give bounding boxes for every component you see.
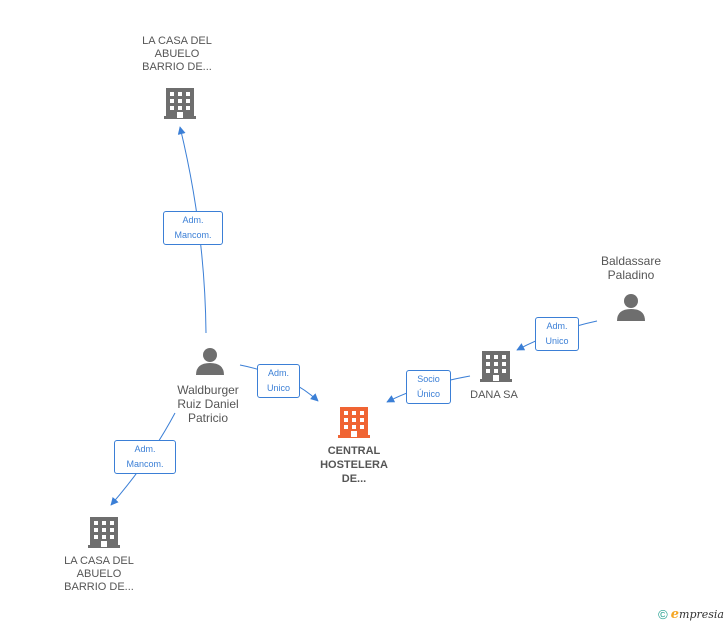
- label-line: Baldassare: [600, 254, 662, 268]
- edge-label-adm-mancom[interactable]: Adm. Mancom.: [163, 211, 223, 245]
- label-line: BARRIO DE...: [64, 581, 134, 593]
- edge-label-line: Mancom.: [126, 459, 164, 469]
- brand-rest: mpresia: [679, 608, 724, 621]
- building-icon[interactable]: [338, 407, 370, 438]
- edge-label-line: Único: [416, 389, 440, 399]
- building-icon[interactable]: [480, 351, 512, 382]
- edge-label-adm-unico[interactable]: Adm. Unico: [535, 317, 579, 351]
- node-label-central[interactable]: CENTRAL HOSTELERA DE...: [306, 444, 402, 486]
- node-label-waldburger[interactable]: Waldburger Ruiz Daniel Patricio: [160, 383, 256, 425]
- label-line: LA CASA DEL: [64, 555, 134, 567]
- label-line: DANA SA: [470, 389, 518, 401]
- node-label-baldassare[interactable]: Baldassare Paladino: [586, 254, 676, 282]
- label-line: LA CASA DEL: [142, 35, 212, 47]
- label-line: ABUELO: [76, 568, 122, 580]
- label-line: BARRIO DE...: [142, 61, 212, 73]
- edge-label-line: Unico: [266, 383, 290, 393]
- label-line: ABUELO: [154, 48, 200, 60]
- person-icon[interactable]: [617, 294, 645, 321]
- edge-label-adm-mancom[interactable]: Adm. Mancom.: [114, 440, 176, 474]
- edge-label-line: Adm.: [134, 444, 156, 454]
- edge-label-line: Adm.: [546, 321, 568, 331]
- edge-label-line: Mancom.: [174, 230, 212, 240]
- edge-label-adm-unico[interactable]: Adm. Unico: [257, 364, 300, 398]
- brand-logo[interactable]: empresia: [671, 607, 724, 622]
- building-icon[interactable]: [88, 517, 120, 548]
- label-line: Ruiz Daniel: [177, 397, 239, 411]
- label-line: HOSTELERA: [320, 459, 388, 471]
- footer-brand: © empresia: [658, 607, 724, 622]
- edge-label-line: Adm.: [182, 215, 204, 225]
- label-line: Paladino: [607, 268, 655, 282]
- node-label-casa-bottom[interactable]: LA CASA DEL ABUELO BARRIO DE...: [52, 555, 146, 594]
- copyright-icon: ©: [658, 607, 668, 622]
- label-line: DE...: [341, 473, 367, 485]
- label-line: Patricio: [187, 411, 228, 425]
- edge-label-line: Socio: [417, 374, 440, 384]
- node-label-casa-top[interactable]: LA CASA DEL ABUELO BARRIO DE...: [130, 35, 224, 74]
- edge-label-line: Unico: [545, 336, 569, 346]
- person-icon[interactable]: [196, 348, 224, 375]
- node-label-dana[interactable]: DANA SA: [454, 389, 534, 402]
- edge-label-socio-unico[interactable]: Socio Único: [406, 370, 451, 404]
- label-line: CENTRAL: [327, 445, 381, 457]
- label-line: Waldburger: [177, 383, 239, 397]
- edge-label-line: Adm.: [267, 368, 289, 378]
- brand-initial: e: [670, 607, 680, 622]
- building-icon[interactable]: [164, 88, 196, 119]
